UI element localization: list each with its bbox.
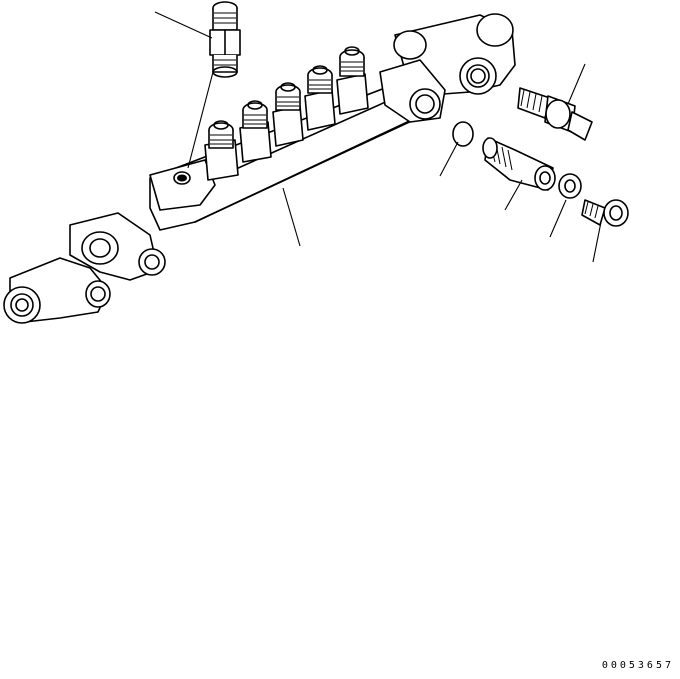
outlet-nipple-1 — [204, 120, 239, 181]
pressure-limiter — [482, 137, 556, 191]
leader-bolt — [592, 221, 602, 263]
bolt — [581, 199, 629, 227]
leader-lines — [154, 11, 602, 263]
leader-sensor — [567, 63, 586, 105]
leader-washer — [549, 199, 567, 238]
outlet-nipple-5 — [336, 46, 369, 115]
outlet-nipple-4 — [304, 65, 336, 131]
pressure-sensor — [517, 87, 593, 141]
leader-limiter — [504, 179, 523, 211]
o-ring — [452, 121, 474, 147]
injector-outlets — [204, 46, 369, 181]
left-end-fitting — [3, 212, 166, 324]
leader-loose-nipple — [154, 11, 213, 39]
drawing-document-number: 00053657 — [601, 660, 674, 671]
leader-rail-tab — [187, 71, 214, 169]
outlet-nipple-3 — [272, 82, 304, 147]
leader-o-ring — [439, 141, 459, 177]
loose-nipple-fitting — [209, 1, 241, 78]
outlet-nipple-2 — [239, 100, 272, 163]
leader-manifold — [282, 187, 301, 247]
right-end-fitting — [379, 13, 516, 123]
washer — [558, 173, 582, 199]
